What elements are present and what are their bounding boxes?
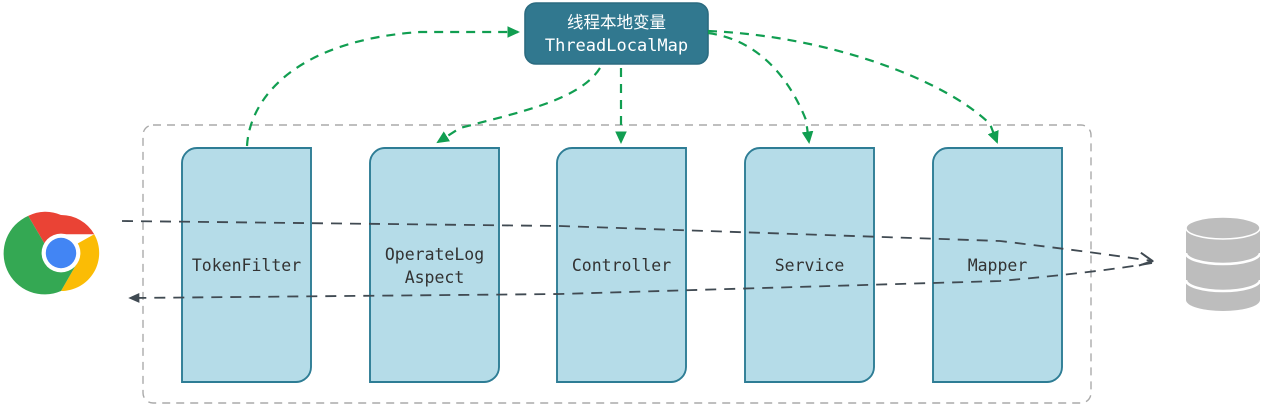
layer-shape (556, 147, 687, 383)
layer-shape (744, 147, 875, 383)
flow-threadlocalmap-to-mapper (707, 29, 999, 144)
layer-label-service: Service (775, 256, 845, 275)
flow-threadlocalmap-to-service (707, 31, 814, 144)
layer-shape (369, 147, 500, 383)
layer-box-operatelog-aspect[interactable]: OperateLog Aspect (369, 147, 500, 383)
flow-threadlocalmap-to-operatelog-aspect (436, 67, 601, 144)
database-cylinder-icon (1184, 216, 1262, 311)
layer-box-mapper[interactable]: Mapper (932, 147, 1063, 383)
flow-tokenfilter-to-threadlocalmap (245, 26, 520, 147)
layer-shape (932, 147, 1063, 383)
request-flow-line (121, 220, 1152, 261)
threadlocalmap-label-en: ThreadLocalMap (545, 36, 688, 56)
layer-box-service[interactable]: Service (744, 147, 875, 383)
chrome-browser-icon (3, 211, 100, 295)
layer-label-controller: Controller (572, 256, 671, 275)
response-flow-line (128, 262, 1153, 303)
layer-label-operatelog-aspect-line2: Aspect (405, 268, 465, 287)
layer-label-operatelog-aspect-line1: OperateLog (385, 245, 484, 264)
threadlocalmap-node[interactable]: 线程本地变量 ThreadLocalMap (524, 2, 709, 65)
layer-shape (181, 147, 312, 383)
layer-box-token-filter[interactable]: TokenFilter (181, 147, 312, 383)
application-container-boundary (142, 124, 1092, 404)
layer-label-token-filter: TokenFilter (192, 256, 301, 275)
layer-label-mapper: Mapper (968, 256, 1028, 275)
layer-box-controller[interactable]: Controller (556, 147, 687, 383)
threadlocalmap-label-cn: 线程本地变量 (567, 13, 666, 32)
